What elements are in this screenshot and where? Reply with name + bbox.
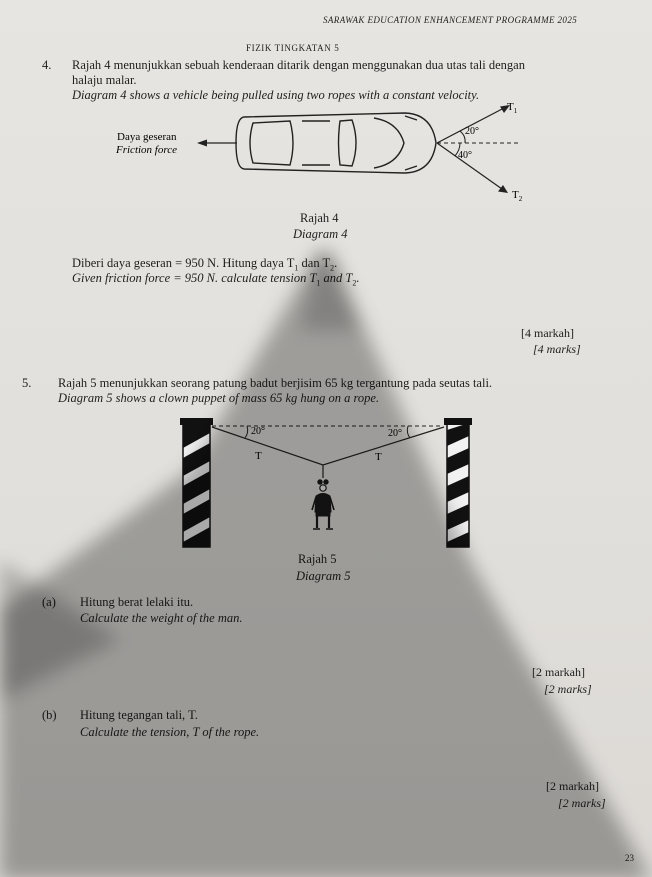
rope-t1 — [436, 107, 505, 144]
q5a-malay: Hitung berat lelaki itu. — [80, 595, 194, 609]
q5b-marks-malay: [2 markah] — [546, 779, 599, 793]
diagram-4: Daya geseran Friction force 20° 40° T1 T… — [115, 101, 523, 203]
angle-right-label: 20° — [388, 428, 402, 439]
q4-number: 4. — [42, 58, 52, 72]
programme-header: SARAWAK EDUCATION ENHANCEMENT PROGRAMME … — [323, 15, 578, 25]
left-post — [180, 418, 213, 548]
angle-arc-right — [406, 425, 411, 439]
q5a-marks-english: [2 marks] — [544, 682, 592, 696]
q4-given-english: Given friction force = 950 N. calculate … — [72, 271, 360, 288]
q5-malay: Rajah 5 menunjukkan seorang patung badut… — [58, 376, 493, 390]
diagram4-caption-malay: Rajah 4 — [300, 211, 339, 225]
friction-arrowhead — [197, 139, 207, 147]
right-post — [444, 418, 472, 548]
tension-right-label: T — [375, 451, 382, 463]
angle-40-label: 40° — [458, 150, 472, 161]
q5b-english: Calculate the tension, T of the rope. — [80, 725, 260, 739]
q5b-marks-english: [2 marks] — [558, 796, 606, 810]
angle-left-label: 20° — [251, 426, 265, 437]
q5a-english: Calculate the weight of the man. — [80, 611, 243, 625]
q5a-label: (a) — [42, 595, 56, 609]
clown-puppet-figure — [311, 479, 335, 530]
diagram-5: 20° 20° T T — [180, 418, 472, 548]
diagram4-caption-english: Diagram 4 — [293, 227, 348, 241]
angle-20-label: 20° — [465, 126, 479, 137]
vehicle-top-view — [235, 112, 437, 174]
t1-label: T1 — [507, 101, 518, 115]
tension-left-label: T — [255, 450, 262, 462]
t2-arrowhead — [498, 185, 508, 193]
q4-english: Diagram 4 shows a vehicle being pulled u… — [72, 88, 480, 102]
q5a-marks-malay: [2 markah] — [532, 665, 585, 679]
q5-number: 5. — [22, 376, 32, 390]
rope-t2 — [436, 142, 503, 190]
angle-arc-left — [244, 425, 249, 439]
t1-arrowhead — [500, 105, 510, 113]
q5b-malay: Hitung tegangan tali, T. — [80, 708, 198, 722]
q4-marks-malay: [4 markah] — [521, 326, 574, 340]
friction-label-english: Friction force — [115, 144, 177, 156]
q4-malay-line2: halaju malar. — [72, 73, 137, 87]
form-header: FIZIK TINGKATAN 5 — [246, 43, 340, 53]
angle-arc-20 — [459, 130, 466, 144]
angle-arc-40 — [454, 142, 461, 157]
q4-marks-english: [4 marks] — [533, 342, 581, 356]
t2-label: T2 — [512, 189, 523, 203]
diagram5-caption-english: Diagram 5 — [296, 569, 351, 583]
page-number: 23 — [625, 853, 634, 863]
friction-label-malay: Daya geseran — [117, 131, 177, 143]
diagram5-caption-malay: Rajah 5 — [298, 552, 337, 566]
q4-malay-line1: Rajah 4 menunjukkan sebuah kenderaan dit… — [72, 58, 525, 72]
rope — [211, 426, 445, 466]
q5b-label: (b) — [42, 708, 57, 722]
